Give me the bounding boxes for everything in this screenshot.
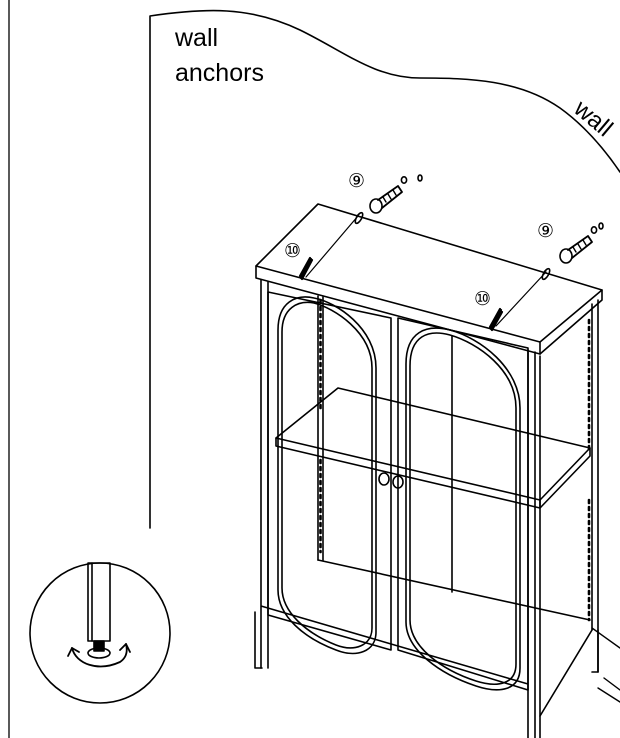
shelf-edge <box>275 437 541 509</box>
left-door-window <box>277 296 377 655</box>
screw-right <box>488 307 504 332</box>
cabinet <box>254 203 603 738</box>
side-posts <box>539 299 599 738</box>
screw-left <box>298 256 314 281</box>
leveling-foot-icon <box>87 562 111 659</box>
part-number-screw-left: ⑩ <box>284 241 302 262</box>
left-door <box>267 291 392 655</box>
detail-circle <box>29 562 171 704</box>
anchor-set-right <box>488 222 604 332</box>
anchor-strap-left <box>305 215 359 278</box>
anchor-plug-right <box>559 235 593 264</box>
rotate-arrows-icon <box>67 643 131 668</box>
title-line-1: wall <box>175 24 219 52</box>
right-door-window <box>405 327 521 691</box>
cabinet-top-edge <box>255 265 541 355</box>
anchor-plug-left <box>369 185 403 214</box>
back-bottom-line <box>317 559 591 621</box>
back-posts <box>317 295 453 593</box>
floor-lines <box>591 627 620 703</box>
part-number-anchor-right: ⑨ <box>537 221 555 242</box>
part-number-anchor-left: ⑨ <box>348 171 366 192</box>
back-post-slots <box>319 298 591 622</box>
side-rail <box>539 629 593 717</box>
cabinet-top-side-edge <box>539 289 603 355</box>
anchor-strap-right <box>495 271 547 327</box>
leveling-foot-detail <box>29 562 171 704</box>
right-door <box>397 317 529 691</box>
part-number-screw-right: ⑩ <box>474 289 492 310</box>
anchor-set-left <box>298 174 423 281</box>
legs <box>254 611 599 673</box>
wall-outline <box>149 9 620 529</box>
door-knobs <box>378 472 404 489</box>
shelf-side-edge <box>539 447 591 509</box>
title-line-2: anchors <box>175 59 264 87</box>
